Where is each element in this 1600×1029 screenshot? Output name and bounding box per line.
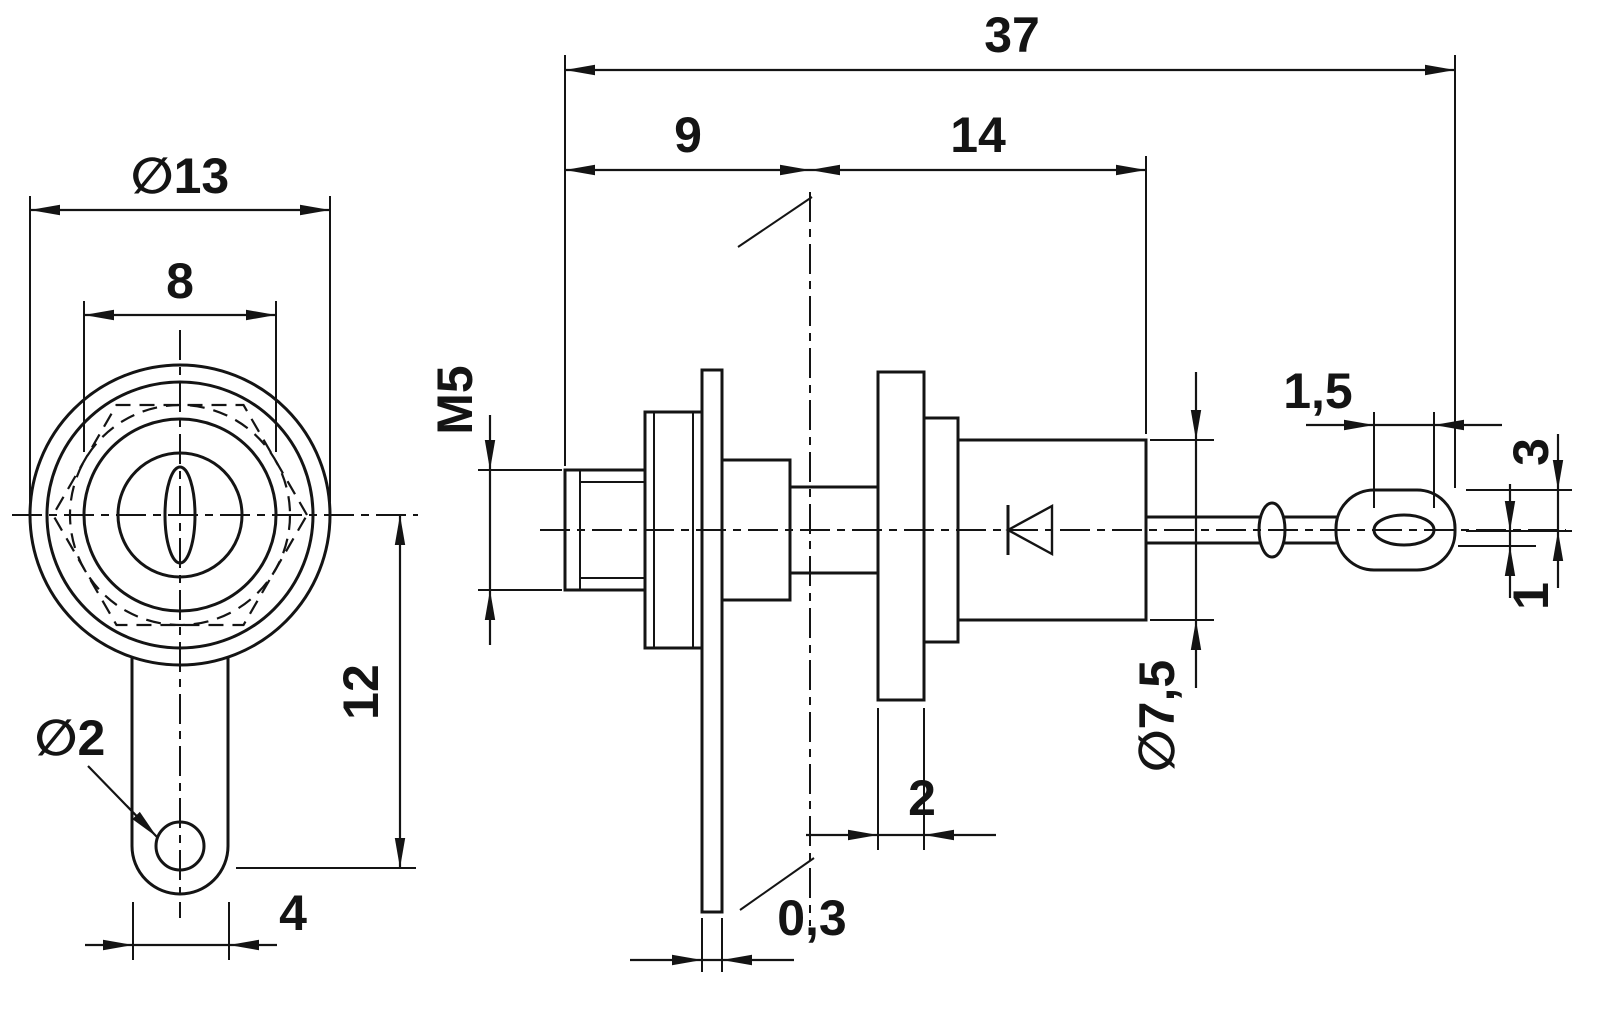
dim-label-body-length: 14 bbox=[950, 107, 1006, 163]
dimension-overall-length: 37 bbox=[564, 7, 1456, 488]
solder-lug-plate bbox=[700, 368, 724, 914]
dim-label-outer-diameter: ∅13 bbox=[131, 148, 229, 204]
panel-break-mark-bottom bbox=[739, 857, 815, 911]
hex-nut-dashed-outline bbox=[51, 403, 309, 627]
dim-label-overall-length: 37 bbox=[984, 7, 1040, 63]
dimension-outer-diameter: ∅13 bbox=[29, 148, 331, 502]
dimension-slot-width: 1,5 bbox=[1283, 363, 1502, 508]
dim-label-body-diameter: ∅7,5 bbox=[1129, 660, 1185, 772]
dimension-thread-size: M5 bbox=[427, 365, 562, 645]
dim-label-tab-length: 12 bbox=[333, 664, 389, 720]
dimension-thread-length: 9 bbox=[565, 107, 810, 176]
panel-break-mark-top bbox=[737, 196, 813, 248]
dim-label-washer-thickness: 2 bbox=[908, 770, 936, 826]
dim-label-thread-size: M5 bbox=[427, 365, 483, 434]
dim-label-thread-length: 9 bbox=[674, 107, 702, 163]
dim-label-hole-diameter: ∅2 bbox=[35, 710, 106, 766]
dimension-body-length: 14 bbox=[810, 107, 1147, 434]
flange-washer bbox=[876, 370, 926, 702]
dimension-tab-width: 4 bbox=[85, 885, 307, 960]
dimension-tab-length: 12 bbox=[236, 515, 416, 869]
dimension-body-diameter: ∅7,5 bbox=[1129, 372, 1214, 772]
dim-label-boss-diameter: 8 bbox=[166, 253, 194, 309]
dimension-hole-diameter: ∅2 bbox=[35, 710, 158, 838]
dim-label-slot-width: 1,5 bbox=[1283, 363, 1353, 419]
dimension-washer-thickness: 2 bbox=[806, 708, 996, 850]
dim-label-tab-width: 4 bbox=[279, 885, 307, 941]
dimension-terminal-thickness: 1 bbox=[1458, 484, 1559, 610]
dimension-lug-thickness: 0,3 bbox=[630, 890, 847, 972]
side-view: 37 9 14 M5 2 bbox=[427, 7, 1572, 972]
front-view: ∅13 8 12 ∅2 4 bbox=[12, 148, 418, 960]
dim-label-lug-thickness: 0,3 bbox=[777, 890, 847, 946]
dimension-terminal-width: 3 bbox=[1466, 434, 1572, 588]
leader-line bbox=[87, 765, 158, 838]
dim-label-terminal-thickness: 1 bbox=[1503, 582, 1559, 610]
dimension-boss-diameter: 8 bbox=[83, 253, 277, 452]
dim-label-terminal-width: 3 bbox=[1503, 438, 1559, 466]
